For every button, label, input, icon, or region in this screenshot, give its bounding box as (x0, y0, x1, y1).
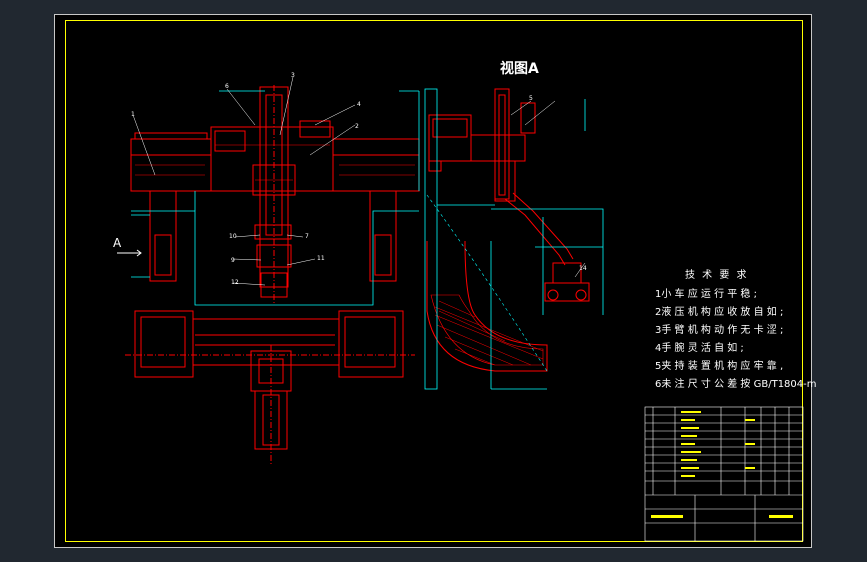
tech-requirement-item: 6未 注 尺 寸 公 差 按 GB/T1804-m (655, 379, 817, 390)
side-leader-lines (510, 100, 586, 278)
drawing-border (65, 20, 803, 542)
front-view-dimensions (131, 90, 420, 306)
title-block (644, 406, 804, 542)
part-number: 3 (291, 72, 295, 79)
drawing-sheet: 视图A A 技 术 要 求 1小 车 应 运 行 平 稳 ; 2液 压 机 构 … (54, 14, 817, 548)
support-leg-right (369, 190, 397, 282)
tech-requirement-item: 1小 车 应 运 行 平 稳 ; (655, 289, 757, 300)
part-number: 5 (529, 95, 533, 102)
part-number: 6 (225, 83, 229, 90)
front-view-hatch (135, 144, 415, 181)
view-title: 视图A (500, 61, 539, 77)
cad-drawing (117, 76, 804, 542)
part-number: 2 (355, 123, 359, 130)
part-number: 4 (357, 101, 361, 108)
plan-view (125, 310, 415, 465)
tech-requirement-item: 5夹 持 装 置 机 构 应 牢 靠 , (655, 361, 784, 372)
title-block-marks (651, 411, 793, 518)
part-number: 12 (231, 279, 239, 286)
ladle (426, 240, 548, 372)
side-view (428, 88, 590, 302)
part-number: 1 (131, 111, 135, 118)
section-arrow-a (117, 249, 142, 257)
support-leg-left (149, 190, 177, 282)
part-number: 9 (231, 257, 235, 264)
part-number: 7 (305, 233, 309, 240)
leader-lines (132, 76, 356, 286)
part-number: 11 (317, 255, 325, 262)
tech-requirement-item: 3手 臂 机 构 动 作 无 卡 涩 ; (655, 325, 784, 336)
part-number: 14 (579, 265, 587, 272)
section-marker-label: A (113, 236, 122, 250)
tech-requirement-item: 2液 压 机 构 应 收 放 自 如 ; (655, 307, 784, 318)
side-view-dimensions (424, 88, 604, 390)
tech-requirement-item: 4手 腕 灵 活 自 如 ; (655, 343, 744, 354)
carriage (210, 126, 334, 192)
tech-requirements-title: 技 术 要 求 (685, 270, 749, 281)
part-number: 10 (229, 233, 237, 240)
front-view (130, 85, 420, 305)
arm-swing-arc (426, 194, 548, 372)
